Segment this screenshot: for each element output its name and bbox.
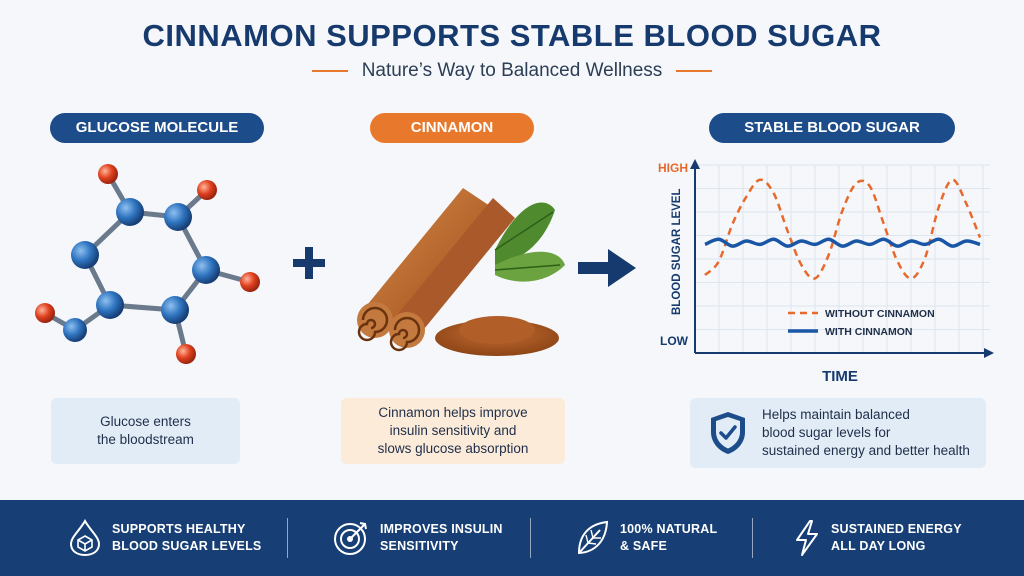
- page-title: CINNAMON SUPPORTS STABLE BLOOD SUGAR: [142, 18, 882, 53]
- y-tick-low: LOW: [660, 334, 689, 348]
- cinnamon-caption: Cinnamon helps improve insulin sensitivi…: [377, 405, 529, 456]
- stable-blood-sugar-label: STABLE BLOOD SUGAR: [709, 113, 955, 143]
- chart-legend: WITHOUT CINNAMON WITH CINNAMON: [788, 308, 935, 338]
- feature-text: IMPROVES INSULIN SENSITIVITY: [380, 522, 503, 553]
- cinnamon-label: CINNAMON: [370, 113, 534, 143]
- feature-natural: 100% NATURAL & SAFE: [574, 518, 717, 558]
- glucose-molecule-icon: [35, 164, 260, 364]
- footer-separator: [752, 518, 753, 558]
- footer-features-bar: SUPPORTS HEALTHY BLOOD SUGAR LEVELS IMPR…: [0, 500, 1024, 576]
- blood-drop-icon: [69, 519, 101, 557]
- stable-caption-box: Helps maintain balanced blood sugar leve…: [690, 398, 986, 468]
- series-with-cinnamon-line: [704, 237, 981, 248]
- page-subtitle: Nature’s Way to Balanced Wellness: [361, 60, 663, 81]
- shield-check-icon: [711, 412, 745, 454]
- chart-axes: [690, 159, 994, 358]
- blood-sugar-chart: HIGH LOW BLOOD SUGAR LEVEL TIME WITHOUT …: [658, 159, 994, 385]
- plus-icon: [293, 247, 325, 279]
- footer-separator: [530, 518, 531, 558]
- cinnamon-sticks-icon: [357, 188, 565, 356]
- arrow-right-icon: [578, 249, 636, 287]
- glucose-caption-box: Glucose enters the bloodstream: [51, 398, 240, 464]
- leaf-icon: [577, 520, 609, 555]
- lightning-icon: [796, 520, 818, 556]
- subtitle-dash-left: [311, 70, 348, 72]
- legend-label-without-cinnamon: WITHOUT CINNAMON: [825, 308, 935, 320]
- cinnamon-caption-box: Cinnamon helps improve insulin sensitivi…: [341, 398, 565, 464]
- legend-label-with-cinnamon: WITH CINNAMON: [825, 326, 913, 338]
- stable-caption: Helps maintain balanced blood sugar leve…: [762, 407, 970, 458]
- target-icon: [334, 522, 367, 555]
- subtitle-row: Nature’s Way to Balanced Wellness: [0, 60, 1024, 82]
- feature-energy: SUSTAINED ENERGY ALL DAY LONG: [793, 518, 962, 558]
- y-tick-high: HIGH: [658, 161, 688, 175]
- footer-separator: [287, 518, 288, 558]
- feature-insulin: IMPROVES INSULIN SENSITIVITY: [332, 518, 503, 558]
- x-axis-label: TIME: [822, 368, 858, 385]
- feature-text: SUSTAINED ENERGY ALL DAY LONG: [831, 522, 962, 553]
- series-without-cinnamon-line: [704, 178, 982, 280]
- feature-text: SUPPORTS HEALTHY BLOOD SUGAR LEVELS: [112, 522, 262, 553]
- glucose-label: GLUCOSE MOLECULE: [50, 113, 264, 143]
- subtitle-dash-right: [676, 70, 713, 72]
- chart-grid: [694, 164, 990, 354]
- y-axis-label: BLOOD SUGAR LEVEL: [671, 188, 683, 315]
- glucose-caption: Glucose enters the bloodstream: [97, 414, 194, 447]
- feature-healthy-levels: SUPPORTS HEALTHY BLOOD SUGAR LEVELS: [68, 518, 261, 558]
- feature-text: 100% NATURAL & SAFE: [620, 522, 718, 553]
